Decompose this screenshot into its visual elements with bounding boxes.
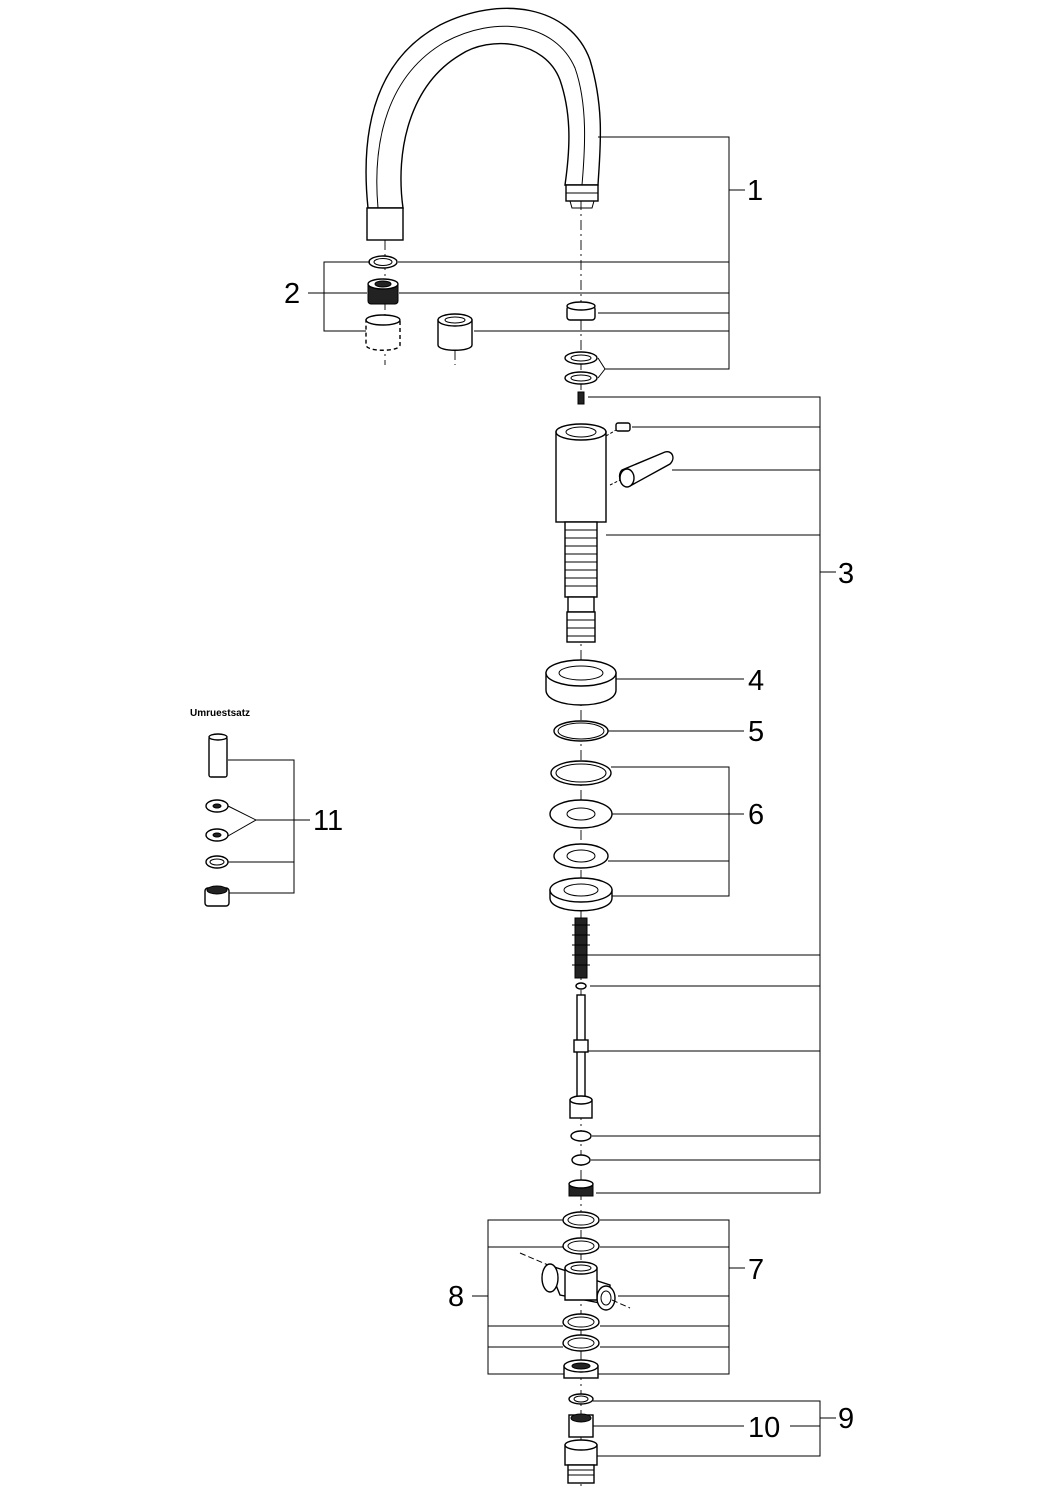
callout-5: 5 (748, 716, 764, 748)
callout-9: 9 (838, 1403, 854, 1435)
o-ring-upper-part (564, 351, 598, 365)
callout-6: 6 (748, 799, 764, 831)
callout-1: 1 (747, 175, 763, 207)
spindle-ring-small-part (571, 1154, 591, 1166)
hex-nut-part (563, 1359, 599, 1379)
spindle-part (569, 994, 593, 1119)
small-seal-part (575, 982, 587, 990)
cartridge-nut-part (568, 1179, 594, 1197)
aerator-insert-part (437, 313, 473, 351)
aerator-part (367, 278, 399, 305)
o-ring-lower-part (564, 371, 598, 385)
t-connector-part (519, 1252, 631, 1311)
washer-large-part (550, 760, 612, 786)
threaded-rod-part (572, 917, 590, 979)
aerator-housing-part (365, 314, 401, 351)
washer-flat-part (549, 799, 613, 829)
callout-11: 11 (313, 805, 343, 837)
kit-ring-part (205, 855, 229, 869)
spout-nut-part (566, 301, 596, 321)
callout-10: 10 (748, 1412, 780, 1444)
grub-screw-part (577, 391, 585, 405)
lever-handle-part (609, 451, 674, 488)
callout-4: 4 (748, 665, 764, 697)
connection-ring-part (568, 1393, 594, 1405)
leader-lines (227, 136, 836, 1457)
aerator-ring-part (368, 255, 398, 269)
callout-2: 2 (284, 278, 300, 310)
spout-part (365, 7, 602, 241)
pressure-plate-part (549, 877, 613, 912)
kit-insert-part (204, 885, 230, 907)
washer-mid-part (553, 843, 609, 869)
set-screw-part (605, 422, 631, 437)
spindle-ring-part (570, 1130, 592, 1142)
conversion-kit-label: Umruestsatz (190, 708, 250, 719)
threaded-connector-part (564, 1439, 598, 1484)
callout-7: 7 (748, 1254, 764, 1286)
callout-8: 8 (448, 1281, 464, 1313)
base-seal-part (553, 720, 609, 742)
check-valve-part (568, 1413, 594, 1438)
mixer-body-part (555, 423, 607, 643)
kit-pin-part (208, 733, 228, 778)
callout-3: 3 (838, 558, 854, 590)
base-ring-part (545, 659, 617, 706)
